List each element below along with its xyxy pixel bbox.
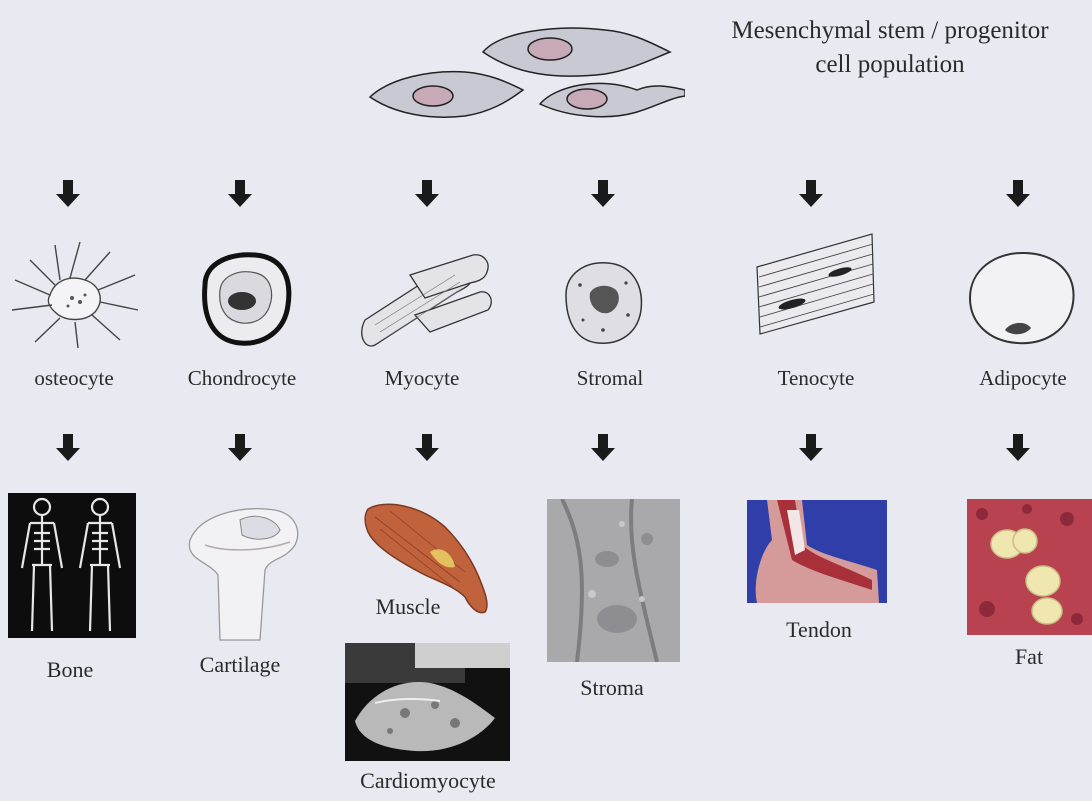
down-arrow-icon [588, 178, 618, 208]
stem-cell-title: Mesenchymal stem / progenitor cell popul… [690, 14, 1090, 82]
cell-label-osteocyte: osteocyte [4, 366, 144, 391]
down-arrow-icon [412, 432, 442, 462]
tissue-label-bone: Bone [0, 657, 160, 683]
myocyte-illustration [355, 250, 495, 350]
tendon-image [747, 500, 887, 603]
tissue-label-cardiomyocyte: Cardiomyocyte [338, 768, 518, 794]
stem-cell-right [540, 83, 685, 116]
down-arrow-icon [53, 432, 83, 462]
down-arrow-icon [796, 432, 826, 462]
stem-cell-top [483, 28, 670, 76]
down-arrow-icon [412, 178, 442, 208]
stroma-micrograph-image [547, 499, 680, 662]
stem-cell-left [370, 72, 523, 117]
title-line-1: Mesenchymal stem / progenitor [690, 14, 1090, 48]
cardiomyocyte-image [345, 643, 510, 761]
cell-label-tenocyte: Tenocyte [746, 366, 886, 391]
title-line-2: cell population [690, 48, 1090, 82]
tissue-label-fat: Fat [939, 644, 1092, 670]
down-arrow-icon [53, 178, 83, 208]
stromal-cell-illustration [558, 255, 648, 350]
osteocyte-illustration [10, 240, 140, 350]
cell-label-myocyte: Myocyte [352, 366, 492, 391]
stem-cell-population [365, 12, 685, 122]
down-arrow-icon [1003, 432, 1033, 462]
cartilage-knee-image [180, 500, 305, 645]
bone-skeleton-image [8, 493, 136, 638]
down-arrow-icon [1003, 178, 1033, 208]
cell-label-adipocyte: Adipocyte [953, 366, 1092, 391]
tenocyte-illustration [752, 232, 877, 337]
tissue-label-muscle: Muscle [318, 594, 498, 620]
adipocyte-illustration [965, 248, 1080, 348]
tissue-label-stroma: Stroma [522, 675, 702, 701]
down-arrow-icon [796, 178, 826, 208]
fat-tissue-image [967, 499, 1092, 635]
tissue-label-cartilage: Cartilage [150, 652, 330, 678]
cell-label-chondrocyte: Chondrocyte [172, 366, 312, 391]
down-arrow-icon [588, 432, 618, 462]
down-arrow-icon [225, 432, 255, 462]
chondrocyte-illustration [190, 245, 300, 355]
tissue-label-tendon: Tendon [729, 617, 909, 643]
down-arrow-icon [225, 178, 255, 208]
cell-label-stromal: Stromal [540, 366, 680, 391]
